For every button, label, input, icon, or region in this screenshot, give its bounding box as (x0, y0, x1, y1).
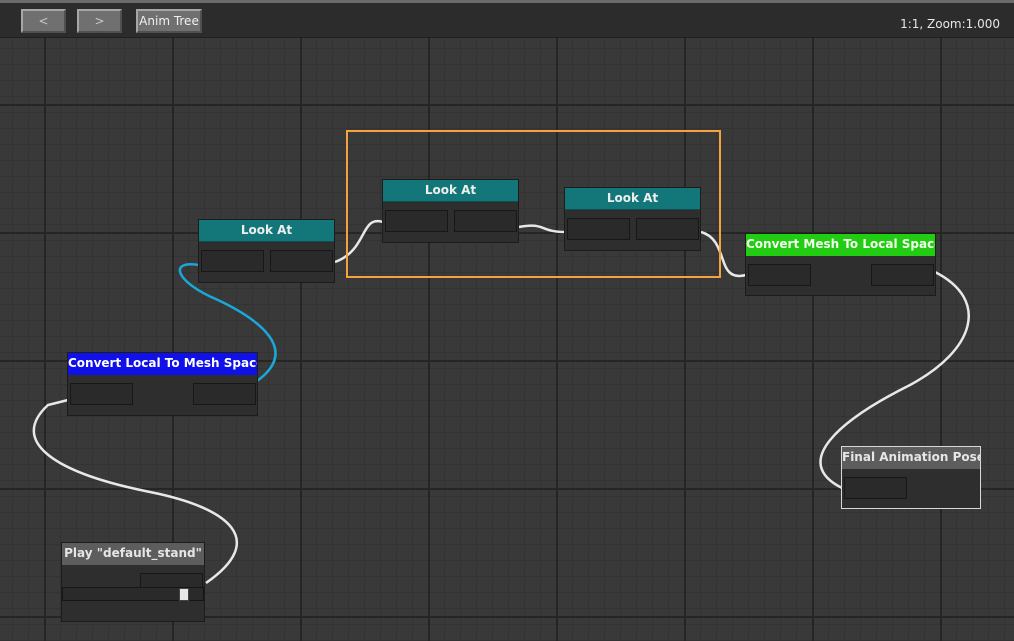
look-at-node-1[interactable]: Look At (198, 219, 335, 283)
output-slot[interactable] (636, 218, 699, 240)
look-at-node-3[interactable]: Look At (564, 187, 701, 251)
node-title: Look At (383, 180, 518, 202)
node-title: Play "default_stand" (62, 543, 204, 565)
output-slot[interactable] (454, 210, 517, 232)
node-title: Look At (199, 220, 334, 242)
node-title: Convert Local To Mesh Space (68, 353, 257, 375)
input-slot[interactable] (70, 383, 133, 405)
wire-lookat1-to-lookat2 (334, 219, 384, 264)
node-title: Final Animation Pose (842, 447, 980, 469)
zoom-readout: 1:1, Zoom:1.000 (900, 17, 1000, 31)
wire-lookat2-to-lookat3 (518, 224, 566, 234)
toolbar: < > Anim Tree 1:1, Zoom:1.000 (0, 0, 1014, 38)
slider-handle[interactable] (179, 588, 189, 601)
wire-lookat3-to-convert-mesh (700, 230, 747, 278)
input-slot[interactable] (748, 264, 811, 286)
input-slot[interactable] (844, 477, 907, 499)
play-default-stand-node[interactable]: Play "default_stand" (61, 542, 205, 622)
input-slot[interactable] (201, 250, 264, 272)
input-slot[interactable] (567, 218, 630, 240)
forward-button[interactable]: > (77, 9, 122, 33)
look-at-node-2[interactable]: Look At (382, 179, 519, 243)
node-title: Convert Mesh To Local Space (746, 234, 935, 256)
output-slot[interactable] (871, 264, 934, 286)
convert-local-to-mesh-space-node[interactable]: Convert Local To Mesh Space (67, 352, 258, 416)
input-slot[interactable] (385, 210, 448, 232)
anim-tree-button[interactable]: Anim Tree (136, 9, 202, 33)
final-animation-pose-node[interactable]: Final Animation Pose (841, 446, 981, 509)
back-button[interactable]: < (21, 9, 66, 33)
playback-slider[interactable] (62, 587, 204, 601)
convert-mesh-to-local-space-node[interactable]: Convert Mesh To Local Space (745, 233, 936, 296)
node-title: Look At (565, 188, 700, 210)
output-slot[interactable] (193, 383, 256, 405)
output-slot[interactable] (270, 250, 333, 272)
